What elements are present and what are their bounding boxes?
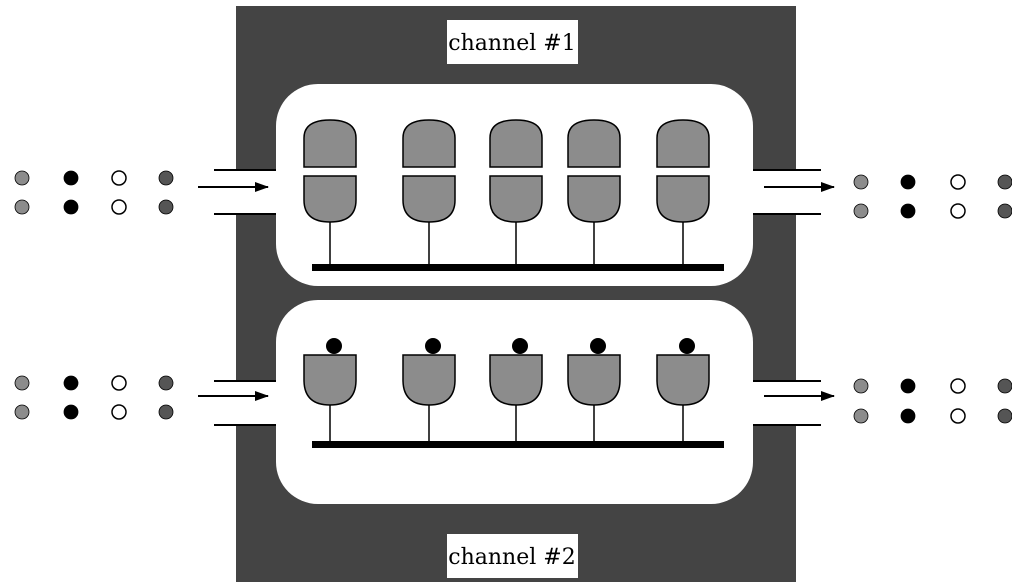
channel-1-input-particle xyxy=(63,170,79,186)
gate-cup xyxy=(303,354,357,406)
gate-lower-half xyxy=(567,175,621,223)
gate-upper-half xyxy=(303,119,357,168)
channel-2-gate xyxy=(489,338,543,442)
gate-cup xyxy=(402,354,456,406)
channel-2-gate xyxy=(402,338,456,442)
channel-1-input-particle xyxy=(63,199,79,215)
channel-2-input-particle xyxy=(111,404,127,420)
channel-2-output-particle xyxy=(900,408,916,424)
flow-arrows xyxy=(198,182,835,401)
pipes xyxy=(214,170,821,425)
channel-2-input-particle xyxy=(111,375,127,391)
channel-1-gate xyxy=(303,119,357,265)
gate-cup xyxy=(567,354,621,406)
channel-1-label-box xyxy=(447,20,578,64)
channel-2-output-particle xyxy=(950,408,966,424)
channel-2-output-particle xyxy=(900,378,916,394)
channel-1-gate xyxy=(567,119,621,265)
channel-1-input-particle xyxy=(158,170,174,186)
channel-2-output-particle xyxy=(853,408,869,424)
gate-upper-half xyxy=(402,119,456,168)
gate-cup xyxy=(489,354,543,406)
channel-1-output-particle xyxy=(950,174,966,190)
gate-lower-half xyxy=(303,175,357,223)
channel-2-output-particle xyxy=(997,378,1012,394)
channel-1-output-particle xyxy=(950,203,966,219)
gate-ball xyxy=(590,338,606,354)
channel-2-output-particle xyxy=(853,378,869,394)
channel-1-bus xyxy=(312,264,724,271)
channel-2-output-particle xyxy=(950,378,966,394)
gate-ball xyxy=(326,338,342,354)
channel-1-gates xyxy=(303,119,710,265)
channel-1-output-particle xyxy=(900,174,916,190)
gate-upper-half xyxy=(489,119,543,168)
channel-2-gate xyxy=(567,338,621,442)
channel-1-label: channel #1 xyxy=(448,31,575,56)
gate-upper-half xyxy=(656,119,710,168)
channel-2-input-particle xyxy=(14,375,30,391)
channel-2-bus xyxy=(312,441,724,448)
particle-streams xyxy=(14,170,1012,424)
gate-cup xyxy=(656,354,710,406)
channel-2-label: channel #2 xyxy=(448,545,575,570)
gate-ball xyxy=(679,338,695,354)
channel-1-input-particle xyxy=(14,170,30,186)
channel-1-output-particle xyxy=(997,203,1012,219)
channel-1-input-particle xyxy=(111,170,127,186)
gate-ball xyxy=(512,338,528,354)
gate-ball xyxy=(425,338,441,354)
channel-2-input-particle xyxy=(63,404,79,420)
channel-2-input-particle xyxy=(158,375,174,391)
gate-lower-half xyxy=(656,175,710,223)
channel-1-output-particle xyxy=(853,203,869,219)
channel-2-input-particle xyxy=(14,404,30,420)
channel-1-gate xyxy=(402,119,456,265)
channel-2-output-particle xyxy=(997,408,1012,424)
channel-2-input-particle xyxy=(158,404,174,420)
channel-1-output-particle xyxy=(900,203,916,219)
channel-1-output-particle xyxy=(853,174,869,190)
channel-2-input-particle xyxy=(63,375,79,391)
channel-2-gate xyxy=(656,338,710,442)
channel-2-label-box xyxy=(447,534,578,578)
channel-1-gate xyxy=(489,119,543,265)
channel-2-gate xyxy=(303,338,357,442)
channel-1-output-particle xyxy=(997,174,1012,190)
channel-1-input-particle xyxy=(111,199,127,215)
channel-1-input-particle xyxy=(14,199,30,215)
pipe-walls xyxy=(214,169,821,426)
channel-1-input-particle xyxy=(158,199,174,215)
channel-2-gates xyxy=(303,338,710,442)
gate-lower-half xyxy=(402,175,456,223)
gate-upper-half xyxy=(567,119,621,168)
gate-lower-half xyxy=(489,175,543,223)
channel-1-gate xyxy=(656,119,710,265)
